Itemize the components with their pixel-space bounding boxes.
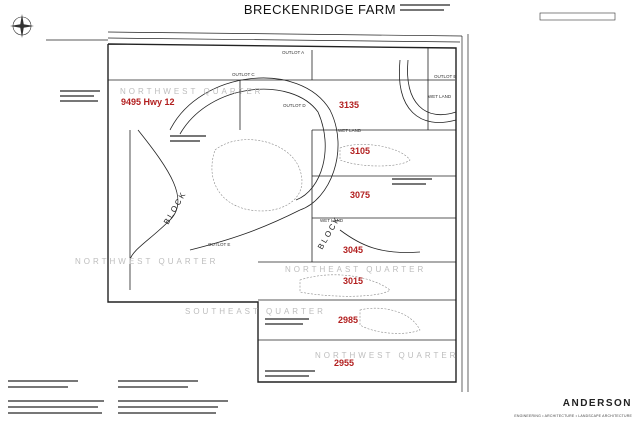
block-label-1: BLOCK — [162, 189, 188, 226]
label-wet-land-3: WET LAND — [320, 218, 344, 223]
section-labels: NORTHWEST QUARTER NORTHWEST QUARTER NORT… — [75, 87, 458, 360]
label-northwest-quarter-1: NORTHWEST QUARTER — [120, 87, 263, 96]
label-outlot-b: OUTLOT B — [434, 74, 456, 79]
parcel-label-3045: 3045 — [343, 245, 364, 255]
parcel-label-3075: 3075 — [350, 190, 371, 200]
label-outlot-a: OUTLOT A — [282, 50, 304, 55]
label-northeast-quarter: NORTHEAST QUARTER — [285, 265, 426, 274]
survey-annotation-marks — [8, 4, 450, 414]
road-lines — [46, 31, 469, 392]
outlot-labels: OUTLOT A OUTLOT C OUTLOT D OUTLOT B OUTL… — [208, 50, 456, 247]
firm-subtitle: ENGINEERING • ARCHITECTURE • LANDSCAPE A… — [514, 414, 632, 418]
firm-logo-text: ANDERSON — [562, 398, 632, 409]
north-arrow-icon — [10, 14, 34, 38]
wetland-boundaries — [211, 139, 421, 334]
label-northwest-quarter-3: NORTHWEST QUARTER — [315, 351, 458, 360]
block-labels: BLOCK BLOCK — [162, 189, 342, 251]
lot-lines — [108, 48, 456, 341]
label-outlot-c: OUTLOT C — [232, 72, 255, 77]
parcel-label-9495: 9495 Hwy 12 — [121, 97, 175, 107]
label-outlot-d: OUTLOT D — [283, 103, 306, 108]
parcel-label-3015: 3015 — [343, 276, 364, 286]
parcel-label-3135: 3135 — [339, 100, 360, 110]
scale-box — [539, 12, 616, 21]
parcel-label-2955: 2955 — [334, 358, 355, 368]
plat-title: BRECKENRIDGE FARM — [243, 2, 397, 17]
label-wet-land-2: WET LAND — [338, 128, 362, 133]
curve-lines — [129, 59, 457, 290]
parcel-label-3105: 3105 — [350, 146, 371, 156]
label-wet-land-1: WET LAND — [428, 94, 452, 99]
plat-boundary — [107, 43, 457, 383]
label-southeast-quarter: SOUTHEAST QUARTER — [185, 307, 326, 316]
label-northwest-quarter-2: NORTHWEST QUARTER — [75, 257, 218, 266]
parcel-label-2985: 2985 — [338, 315, 359, 325]
label-outlot-e: OUTLOT E — [208, 242, 230, 247]
